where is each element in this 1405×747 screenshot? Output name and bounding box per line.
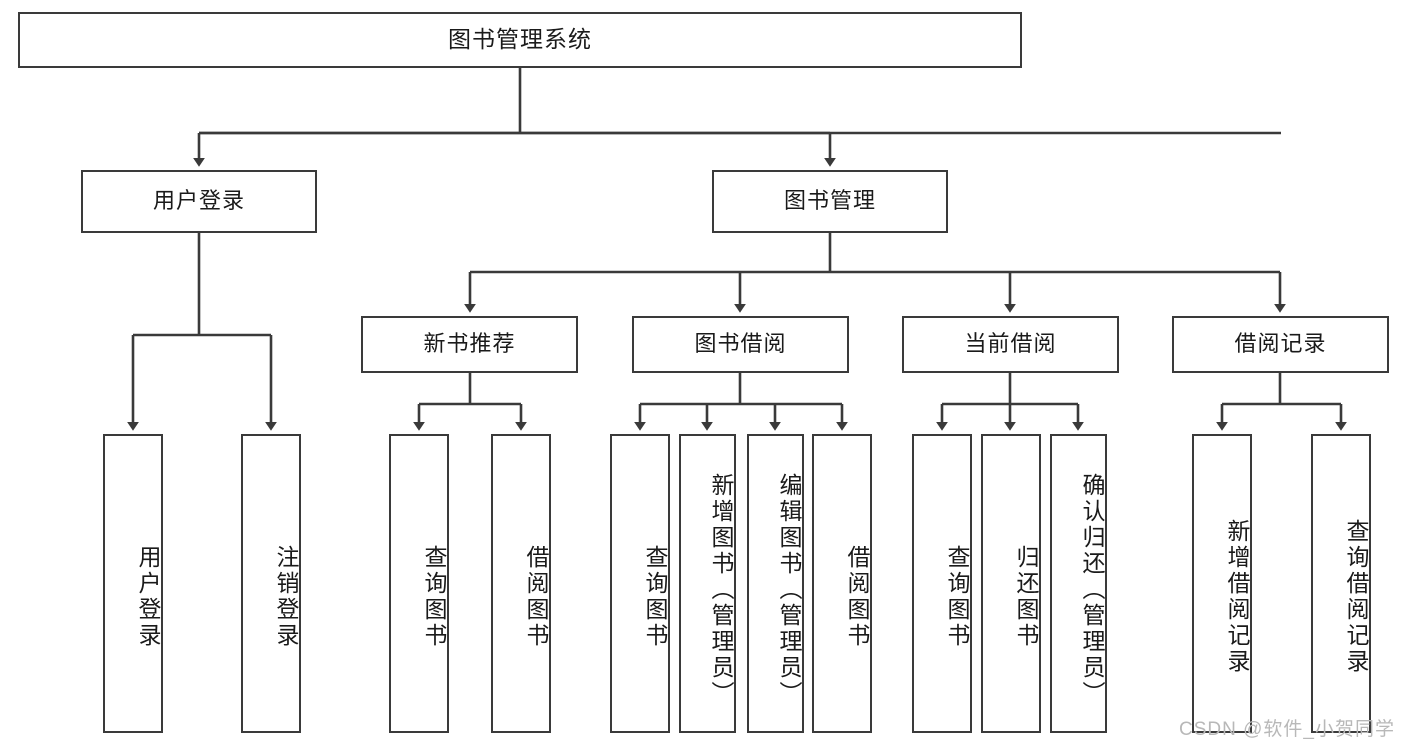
- node-current-borrow[interactable]: 当前借阅: [902, 316, 1119, 373]
- leaf-borrow-book-1[interactable]: 借阅图书: [491, 434, 551, 733]
- leaf-user-logout[interactable]: 注销登录: [241, 434, 301, 733]
- leaf-query-record[interactable]: 查询借阅记录: [1311, 434, 1371, 733]
- leaf-query-book-1[interactable]: 查询图书: [389, 434, 449, 733]
- leaf-confirm-return[interactable]: 确认归还（管理员）: [1050, 434, 1107, 733]
- leaf-add-record[interactable]: 新增借阅记录: [1192, 434, 1252, 733]
- leaf-return-book[interactable]: 归还图书: [981, 434, 1041, 733]
- leaf-borrow-book-2[interactable]: 借阅图书: [812, 434, 872, 733]
- leaf-query-book-3[interactable]: 查询图书: [912, 434, 972, 733]
- leaf-edit-book[interactable]: 编辑图书（管理员）: [747, 434, 804, 733]
- leaf-query-book-2[interactable]: 查询图书: [610, 434, 670, 733]
- leaf-user-login[interactable]: 用户登录: [103, 434, 163, 733]
- node-book-manage[interactable]: 图书管理: [712, 170, 948, 233]
- leaf-add-book[interactable]: 新增图书（管理员）: [679, 434, 736, 733]
- watermark-text: CSDN @软件_小贺同学: [1179, 719, 1395, 740]
- node-new-book-recommend[interactable]: 新书推荐: [361, 316, 578, 373]
- node-user-login[interactable]: 用户登录: [81, 170, 317, 233]
- node-book-borrow[interactable]: 图书借阅: [632, 316, 849, 373]
- node-borrow-record[interactable]: 借阅记录: [1172, 316, 1389, 373]
- node-root-system[interactable]: 图书管理系统: [18, 12, 1022, 68]
